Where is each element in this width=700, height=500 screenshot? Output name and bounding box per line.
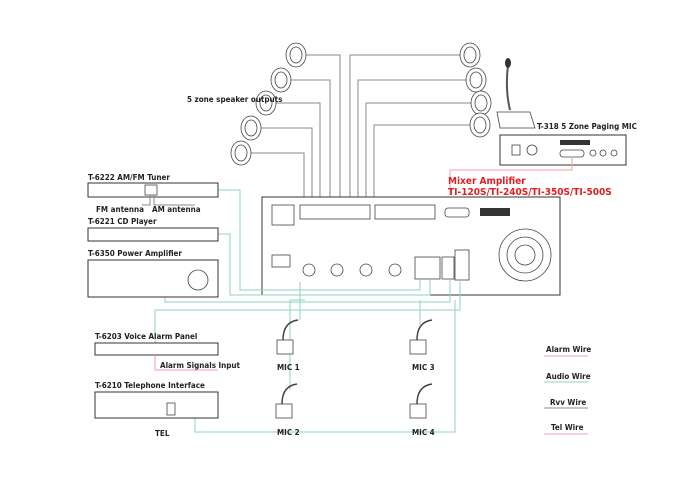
cd-player-label: T-6221 CD Player: [88, 217, 157, 226]
speaker-icon: [285, 42, 307, 68]
mixer-models: TI-120S/TI-240S/TI-350S/TI-500S: [448, 187, 612, 198]
power-amp-label: T-6350 Power Amplifier: [88, 249, 182, 258]
mic-3-label: MIC 3: [412, 363, 435, 372]
legend-rvv-label: Rvv Wire: [550, 398, 586, 407]
speakers: [230, 42, 492, 166]
tel-label: TEL: [155, 429, 170, 438]
speaker-icon: [459, 42, 481, 68]
mic-1-label: MIC 1: [277, 363, 300, 372]
speaker-icon: [469, 112, 491, 138]
alarm-panel-device: [94, 342, 219, 356]
mixer-amplifier: [261, 196, 561, 296]
mic-1: MIC 1: [276, 319, 300, 372]
mic-4-label: MIC 4: [412, 428, 435, 437]
mic-3: MIC 3: [409, 319, 435, 372]
paging-mic: T-318 5 Zone Paging MIC: [449, 58, 637, 195]
speaker-icon: [465, 67, 487, 93]
speaker-icon: [270, 67, 292, 93]
legend-tel-label: Tel Wire: [551, 423, 584, 432]
legend-alarm-label: Alarm Wire: [546, 345, 591, 354]
alarm-signals-label: Alarm Signals Input: [160, 361, 241, 370]
speaker-icon: [240, 115, 262, 141]
mic-2-label: MIC 2: [277, 428, 300, 437]
telephone-device: [94, 391, 219, 419]
telephone-label: T-6210 Telephone Interface: [95, 381, 205, 390]
speaker-icon: [230, 140, 252, 166]
mic-4: MIC 4: [409, 383, 435, 437]
alarm-panel-label: T-6203 Voice Alarm Panel: [95, 332, 197, 341]
speaker-outputs-label: 5 zone speaker outputs: [187, 95, 282, 104]
mixer-title: Mixer Amplifier: [448, 176, 526, 187]
fm-antenna-label: FM antenna: [96, 205, 144, 214]
speaker-wires: [245, 54, 475, 205]
speaker-icon: [470, 90, 492, 116]
am-antenna-label: AM antenna: [152, 205, 201, 214]
paging-mic-label: T-318 5 Zone Paging MIC: [537, 122, 637, 131]
mic-2: MIC 2: [275, 383, 300, 437]
legend-audio-label: Audio Wire: [546, 372, 591, 381]
speaker-icon: [255, 90, 277, 116]
tuner-label: T-6222 AM/FM Tuner: [88, 173, 170, 182]
legend: Alarm Wire Audio Wire Rvv Wire Tel Wire: [544, 345, 591, 435]
cd-player-device: [87, 227, 219, 242]
